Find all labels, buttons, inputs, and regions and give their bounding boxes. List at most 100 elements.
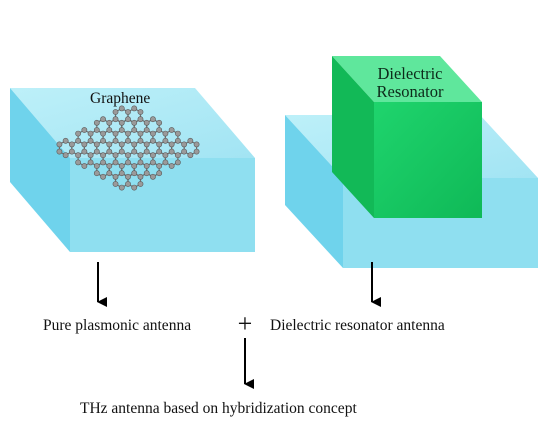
graphene-atom <box>125 116 131 123</box>
graphene-atom <box>131 184 138 191</box>
graphene-atom <box>168 141 175 148</box>
graphene-atom <box>131 141 138 148</box>
graphene-atom <box>156 141 163 148</box>
graphene-atom <box>87 152 94 159</box>
hybrid-antenna-label: THz antenna based on hybridization conce… <box>80 400 357 417</box>
graphene-atom <box>81 127 88 133</box>
left-substrate-front <box>10 88 70 252</box>
graphene-atom <box>168 163 175 169</box>
graphene-atom <box>131 119 138 126</box>
graphene-atom <box>193 141 200 148</box>
graphene-atom <box>193 148 200 155</box>
graphene-atom <box>75 130 82 137</box>
graphene-atom <box>187 137 194 144</box>
graphene-atom <box>162 137 169 144</box>
graphene-atom <box>112 109 119 115</box>
dielectric-label-line1: Dielectric <box>377 64 442 83</box>
graphene-atom <box>150 130 156 137</box>
graphene-atom <box>162 152 169 159</box>
graphene-atom <box>118 184 125 191</box>
graphene-atom <box>106 163 113 169</box>
graphene-atom <box>81 141 88 148</box>
dielectric-resonator-cube <box>332 56 482 218</box>
graphene-atom <box>112 181 119 187</box>
graphene-atom <box>187 152 194 159</box>
graphene-atom <box>150 152 156 159</box>
graphene-atom <box>93 119 100 126</box>
graphene-atom <box>75 159 82 166</box>
dielectric-antenna-label: Dielectric resonator antenna <box>270 317 445 334</box>
graphene-atom <box>81 163 88 169</box>
graphene-atom <box>118 163 125 169</box>
graphene-atom <box>174 137 181 144</box>
graphene-atom <box>125 137 131 144</box>
graphene-atom <box>75 137 82 144</box>
graphene-atom <box>137 173 144 180</box>
graphene-atom <box>100 173 106 180</box>
graphene-atom <box>174 152 181 159</box>
graphene-atom <box>112 130 119 137</box>
graphene-atom <box>56 141 63 148</box>
graphene-atom <box>131 163 138 169</box>
graphene-atom <box>118 119 125 126</box>
graphene-atom <box>156 119 163 126</box>
graphene-atom <box>143 163 150 169</box>
graphene-atom <box>112 152 119 159</box>
graphene-atom <box>137 109 144 115</box>
graphene-atom <box>112 159 119 166</box>
graphene-atom <box>131 127 138 133</box>
cube-top <box>332 56 482 102</box>
graphene-atom <box>62 137 69 144</box>
graphene-atom <box>125 159 131 166</box>
graphene-atom <box>174 159 181 166</box>
graphene-atom <box>143 148 150 155</box>
graphene-atom <box>162 159 169 166</box>
graphene-atom <box>87 137 94 144</box>
graphene-atom <box>106 127 113 133</box>
cube-front <box>332 56 374 218</box>
graphene-atom <box>68 148 75 155</box>
graphene-atom <box>150 116 156 123</box>
cube-side <box>374 102 482 218</box>
right-substrate-front <box>285 115 343 268</box>
graphene-atom <box>143 170 150 177</box>
graphene-atom <box>112 137 119 144</box>
graphene-atom <box>93 141 100 148</box>
graphene-atom <box>81 148 88 155</box>
graphene-atom <box>93 170 100 177</box>
graphene-atom <box>125 181 131 187</box>
graphene-atom <box>137 159 144 166</box>
graphene-atom <box>106 148 113 155</box>
graphene-atom <box>87 159 94 166</box>
graphene-atom <box>137 130 144 137</box>
graphene-atom <box>56 148 63 155</box>
graphene-atom <box>112 173 119 180</box>
graphene-atom <box>174 130 181 137</box>
graphene-atom <box>100 159 106 166</box>
graphene-atom <box>143 127 150 133</box>
graphene-atom <box>118 141 125 148</box>
graphene-atom <box>100 130 106 137</box>
graphene-atom <box>62 152 69 159</box>
graphene-atom <box>125 109 131 115</box>
graphene-atom <box>156 170 163 177</box>
graphene-atom <box>150 159 156 166</box>
graphene-atom <box>68 141 75 148</box>
graphene-atom <box>125 152 131 159</box>
graphene-atom <box>168 127 175 133</box>
graphene-atom <box>106 170 113 177</box>
graphene-atom <box>125 173 131 180</box>
graphene-atom <box>87 130 94 137</box>
pure-plasmonic-label: Pure plasmonic antenna <box>43 317 191 334</box>
graphene-atom <box>137 137 144 144</box>
graphene-atom <box>156 163 163 169</box>
graphene-atom <box>181 141 188 148</box>
graphene-atom <box>100 137 106 144</box>
graphene-atom <box>156 127 163 133</box>
graphene-atom <box>143 119 150 126</box>
graphene-atom <box>93 163 100 169</box>
plus-sign: + <box>238 309 253 338</box>
graphene-atom <box>100 116 106 123</box>
graphene-atom <box>75 152 82 159</box>
